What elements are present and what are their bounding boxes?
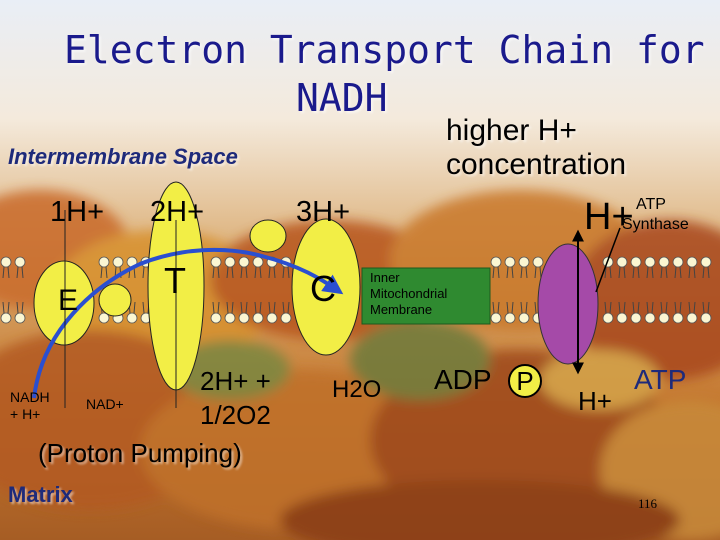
complex-e-label: E [58,284,79,317]
complex-c-label: C [310,268,336,309]
atp-synthase-label-2: Synthase [622,216,689,233]
membrane-label-2: Mitochondrial [370,286,448,301]
complex-t-label: T [164,260,186,301]
synthase-pointer [595,227,621,293]
electron-carrier-q [98,283,132,317]
membrane-label-3: Membrane [370,302,433,317]
concentration-label: concentration [446,148,627,181]
membrane-label-1: Inner [370,270,400,285]
adp-label: ADP [434,364,492,395]
water-reactant-2: 1/2O2 [200,400,271,430]
water-reactant-1: 2H+ + [200,366,271,396]
intermembrane-space-label: Intermembrane Space [8,144,238,169]
nadh-label: NADH [10,389,50,405]
h2o-label: H2O [332,376,382,403]
nadh-h-label: + H+ [10,406,41,422]
matrix-label: Matrix [8,482,73,507]
proton-2h-label: 2H+ [150,196,205,228]
nad-plus-label: NAD+ [86,396,124,412]
atp-synthase [537,243,599,365]
proton-pumping-label: (Proton Pumping) [38,438,242,468]
proton-1h-label: 1H+ [50,196,105,228]
proton-3h-label: 3H+ [296,196,351,228]
higher-h-label: higher H+ [446,114,577,147]
title-line-2: NADH [296,76,388,120]
atp-synthase-label-1: ATP [636,196,666,213]
atp-product-label: ATP [634,364,687,395]
bottom-h-label: H+ [578,386,612,416]
title-line-1: Electron Transport Chain for [64,28,705,72]
complex-e-protein [33,260,95,346]
electron-carrier-cytc [249,219,287,253]
membrane-label-box [361,267,491,325]
atp-synthase-h-label: H+ [584,196,634,238]
page-number: 116 [638,496,658,511]
phosphate-label: P [508,364,542,398]
